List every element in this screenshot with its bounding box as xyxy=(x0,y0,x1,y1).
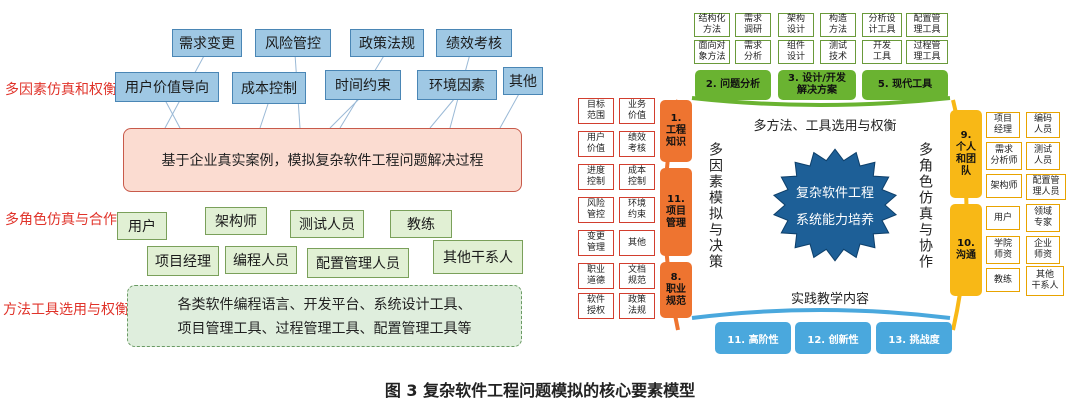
top-cell-req-survey: 需求 调研 xyxy=(735,13,771,37)
left-cell-policy: 政策 法规 xyxy=(619,293,655,319)
right-cell-tester: 测试 人员 xyxy=(1026,142,1060,170)
center-star-icon xyxy=(772,148,898,262)
row-label-factors: 多因素仿真和权衡 xyxy=(5,82,117,98)
role-user: 用户 xyxy=(117,212,167,240)
top-cell-component: 组件 设计 xyxy=(778,40,814,64)
top-frame-label: 多方法、工具选用与权衡 xyxy=(753,118,897,134)
row-label-tools: 方法工具选用与权衡 xyxy=(3,302,129,318)
factor-cost: 成本控制 xyxy=(232,72,306,104)
tab-high-order: 11. 高阶性 xyxy=(715,322,791,354)
tools-line-2: 项目管理工具、过程管理工具、配置管理工具等 xyxy=(177,321,472,337)
role-other-stakeholders: 其他干系人 xyxy=(433,240,523,274)
right-cell-user: 用户 xyxy=(986,206,1020,230)
right-cell-analyst: 需求 分析师 xyxy=(986,142,1022,170)
factor-requirement-change: 需求变更 xyxy=(172,29,242,57)
tab-engineering-knowledge: 1. 工程 知识 xyxy=(660,100,692,162)
role-coach: 教练 xyxy=(390,210,452,238)
tab-professional-norms: 8. 职业 规范 xyxy=(660,262,692,318)
left-cell-biz-value: 业务 价值 xyxy=(619,98,655,124)
left-cell-change: 变更 管理 xyxy=(578,230,614,256)
center-label: 复杂软件工程 系统能力培养 xyxy=(760,180,910,230)
tools-line-1: 各类软件编程语言、开发平台、系统设计工具、 xyxy=(177,297,472,313)
top-cell-construct: 构造 方法 xyxy=(820,13,856,37)
tab-design-develop: 3. 设计/开发 解决方案 xyxy=(778,70,856,100)
right-cell-faculty: 学院 师资 xyxy=(986,236,1020,264)
tab-project-management: 11. 项目 管理 xyxy=(660,168,692,256)
left-cell-performance: 绩效 考核 xyxy=(619,131,655,157)
role-architect: 架构师 xyxy=(205,207,267,235)
bottom-frame-label: 实践教学内容 xyxy=(790,291,869,307)
right-cell-config: 配置管 理人员 xyxy=(1026,174,1066,200)
left-cell-doc: 文档 规范 xyxy=(619,263,655,289)
right-cell-expert: 领域 专家 xyxy=(1026,204,1060,232)
right-cell-coder: 编码 人员 xyxy=(1026,112,1060,138)
top-cell-oo: 面向对 象方法 xyxy=(694,40,730,64)
right-cell-others: 其他 干系人 xyxy=(1026,266,1064,296)
right-cell-enterprise: 企业 师资 xyxy=(1026,236,1060,264)
left-cell-risk: 风险 管控 xyxy=(578,197,614,223)
left-frame-label: 多因素模拟与决策 xyxy=(707,142,723,270)
role-config-manager: 配置管理人员 xyxy=(307,248,409,278)
center-line-1: 复杂软件工程 xyxy=(795,186,874,201)
left-cell-env: 环境 约束 xyxy=(619,197,655,223)
left-cell-schedule: 进度 控制 xyxy=(578,164,614,190)
center-case-box: 基于企业真实案例，模拟复杂软件工程问题解决过程 xyxy=(123,128,522,192)
center-line-2: 系统能力培养 xyxy=(795,213,874,228)
right-cell-pm: 项目 经理 xyxy=(986,112,1020,138)
role-project-manager: 项目经理 xyxy=(147,246,219,276)
factor-performance: 绩效考核 xyxy=(436,29,512,57)
row-label-roles: 多角色仿真与合作 xyxy=(5,212,117,228)
left-cell-ethics: 职业 道德 xyxy=(578,263,614,289)
tab-communication: 10. 沟通 xyxy=(950,204,982,296)
left-cell-goal: 目标 范围 xyxy=(578,98,614,124)
factor-time: 时间约束 xyxy=(325,70,401,100)
left-cell-user-value: 用户 价值 xyxy=(578,131,614,157)
figure-caption: 图 3 复杂软件工程问题模拟的核心要素模型 xyxy=(384,381,696,400)
top-cell-design-tools: 分析设 计工具 xyxy=(862,13,902,37)
right-cell-architect: 架构师 xyxy=(986,174,1022,198)
factor-environment: 环境因素 xyxy=(417,70,497,100)
top-cell-req-analysis: 需求 分析 xyxy=(735,40,771,64)
role-tester: 测试人员 xyxy=(290,210,364,238)
tab-innovation: 12. 创新性 xyxy=(795,322,871,354)
factor-policy: 政策法规 xyxy=(350,29,424,57)
tab-challenge: 13. 挑战度 xyxy=(876,322,952,354)
factor-risk-control: 风险管控 xyxy=(255,29,331,57)
top-cell-structured: 结构化 方法 xyxy=(694,13,730,37)
left-cell-license: 软件 授权 xyxy=(578,293,614,319)
factor-other: 其他 xyxy=(503,67,543,95)
top-cell-testing: 测试 技术 xyxy=(820,40,856,64)
right-cell-coach: 教练 xyxy=(986,268,1020,292)
factor-user-value: 用户价值导向 xyxy=(115,72,219,102)
tab-problem-analysis: 2. 问题分析 xyxy=(695,70,771,100)
top-cell-config-tools: 配置管 理工具 xyxy=(906,13,948,37)
tab-modern-tools: 5. 现代工具 xyxy=(862,70,948,100)
tab-individual-team: 9. 个人 和团 队 xyxy=(950,110,982,198)
top-cell-process-tools: 过程管 理工具 xyxy=(906,40,948,64)
tools-box: 各类软件编程语言、开发平台、系统设计工具、 项目管理工具、过程管理工具、配置管理… xyxy=(127,285,522,347)
right-frame-label: 多角色仿真与协作 xyxy=(917,142,933,270)
left-cell-other: 其他 xyxy=(619,230,655,256)
top-cell-arch-design: 架构 设计 xyxy=(778,13,814,37)
left-cell-cost: 成本 控制 xyxy=(619,164,655,190)
role-programmer: 编程人员 xyxy=(225,246,297,274)
top-cell-dev-tools: 开发 工具 xyxy=(862,40,902,64)
